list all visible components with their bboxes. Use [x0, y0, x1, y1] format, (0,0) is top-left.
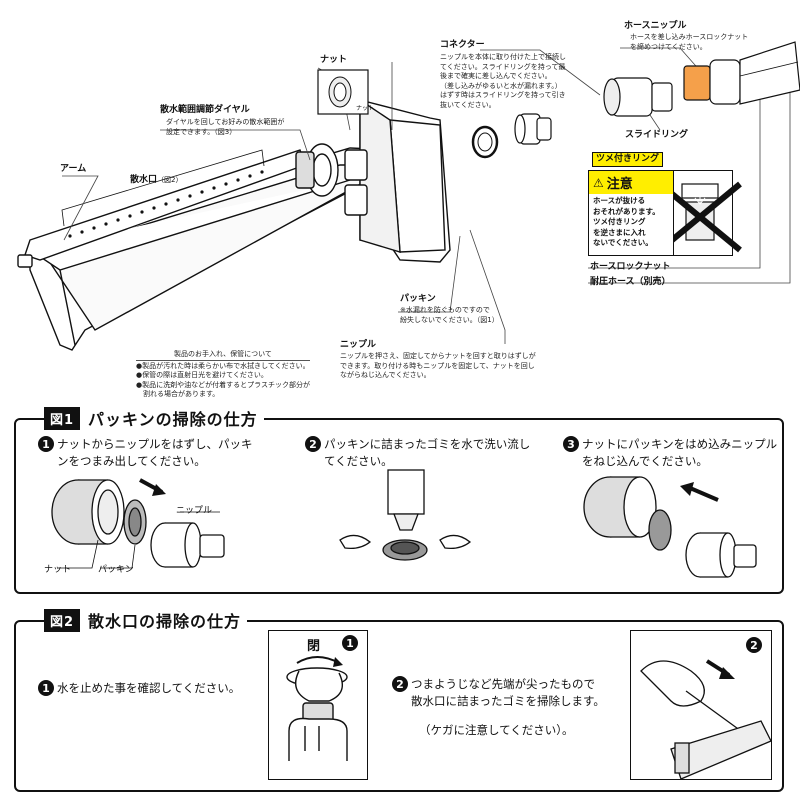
packing-note: ※水漏れを防ぐものですので 紛失しないでください。（図1）: [400, 306, 499, 324]
nipple-label: ニップル: [340, 340, 377, 350]
sprinkler-illustration: [17, 41, 800, 351]
fig1-step-1: 1 ナットからニップルをはずし、パッキンをつまみ出してください。: [38, 436, 253, 470]
fig2-badge: 図2: [44, 608, 81, 632]
claw-ring-label: ツメ付きリング: [592, 152, 664, 167]
warning-icon: ⚠: [593, 175, 604, 190]
nozzle-label: 散水口: [130, 175, 158, 185]
dial-label: 散水範囲調節ダイヤル: [160, 105, 250, 115]
fig2-step-2: 2 つまようじなど先端が尖ったもので 散水口に詰まったゴミを掃除します。 （ケガ…: [392, 676, 605, 739]
step-number: 3: [563, 436, 579, 452]
dial-note: ダイヤルを回してお好みの散水範囲が 設定できます。（図3）: [166, 118, 285, 136]
nut-inset-label: ナット: [356, 105, 375, 112]
nut-label: ナット: [320, 55, 348, 65]
care-title: 製品のお手入れ、保管について: [136, 350, 310, 361]
faucet-close-illustration: [286, 656, 348, 761]
hose-lock-nut-label: ホースロックナット: [590, 262, 671, 272]
fig2-title: 散水口の掃除の仕方: [88, 612, 242, 631]
care-note: 製品のお手入れ、保管について ●製品が汚れた時は柔らかい布で水拭きしてください。…: [136, 350, 310, 398]
fig2-header: 図2 散水口の掃除の仕方: [44, 608, 248, 632]
fig1-step-3: 3 ナットにパッキンをはめ込みニップルをねじ込んでください。: [563, 436, 777, 470]
nozzle-ref: （図2）: [157, 176, 183, 184]
caution-text: ホースが抜ける おそれがあります。 ツメ付きリング を逆さまに入れ ないでくださ…: [593, 196, 660, 247]
caution-box: ⚠ 注意 ホースが抜ける おそれがあります。 ツメ付きリング を逆さまに入れ な…: [588, 170, 674, 256]
step-number: 2: [392, 676, 408, 692]
fig1-nipple-label: ニップル: [176, 506, 213, 516]
fig1-packing-label: パッキン: [98, 565, 134, 575]
step-number: 1: [38, 680, 54, 696]
fig1-badge: 図1: [44, 406, 81, 430]
connector-label: コネクター: [440, 40, 485, 50]
close-label: 閉: [307, 639, 321, 654]
fig1-panel: [14, 418, 784, 594]
fig1-step-2: 2 パッキンに詰まったゴミを水で洗い流してください。: [305, 436, 530, 470]
connector-note: ニップルを本体に取り付けた上で接続し てください。スライドリングを持って最 後ま…: [440, 53, 566, 109]
step-number: 2: [305, 436, 321, 452]
hose-nipple-label: ホースニップル: [624, 21, 687, 31]
caution-header: ⚠ 注意: [589, 171, 673, 194]
fig1-nut-label: ナット: [44, 565, 72, 575]
slide-ring-label: スライドリング: [625, 130, 689, 140]
nozzle-label-group: 散水口（図2）: [130, 172, 182, 185]
fig2-step-1: 1 水を止めた事を確認してください。: [38, 680, 240, 697]
fig2-frame-1: 閉 1: [268, 630, 368, 780]
hose-label: 耐圧ホース（別売）: [590, 277, 671, 287]
fig1-header: 図1 パッキンの掃除の仕方: [44, 406, 264, 430]
hose-nipple-note: ホースを差し込みホースロックナット を締めつけてください。: [630, 33, 749, 51]
packing-label: パッキン: [400, 294, 436, 304]
fig1-title: パッキンの掃除の仕方: [88, 410, 258, 429]
fig2-panel: [14, 620, 784, 792]
arm-label: アーム: [60, 164, 87, 174]
frame-number: 1: [342, 635, 358, 651]
frame-number: 2: [746, 637, 762, 653]
claw-ring-warning-illustration: [672, 170, 733, 256]
fig2-frame-2: 2: [630, 630, 772, 780]
toothpick-cleaning-illustration: [640, 659, 772, 780]
nipple-note: ニップルを押さえ、固定してからナットを回すと取りはずしが できます。取り付ける時…: [340, 352, 536, 379]
step-number: 1: [38, 436, 54, 452]
caution-title: 注意: [606, 177, 633, 192]
